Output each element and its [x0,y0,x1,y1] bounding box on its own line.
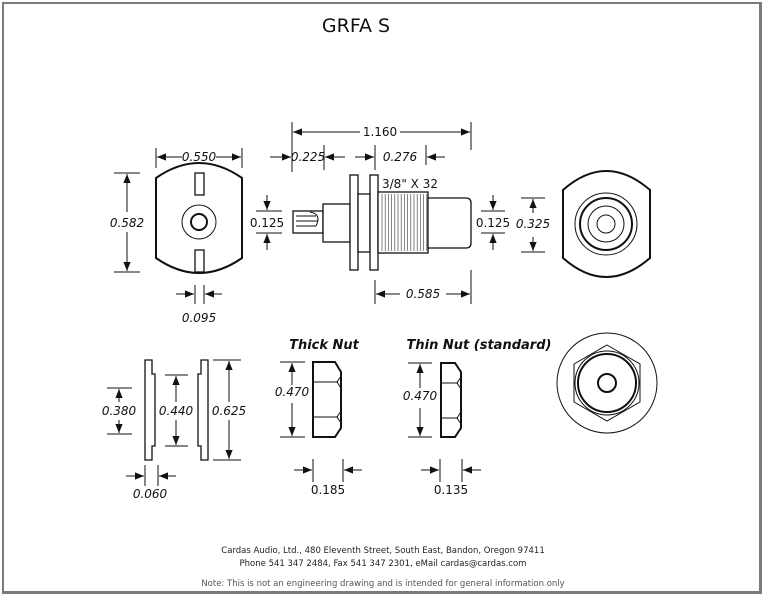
nut-left [349,174,359,271]
slot-bottom [194,249,205,273]
hex-nut-icon [573,344,641,422]
footer-contact: Phone 541 347 2484, Fax 541 347 2301, eM… [240,559,527,569]
dim-thick-nut-height: 0.470 [275,385,310,399]
dim-thin-nut-thickness: 0.135 [434,483,468,497]
center-hole-icon [597,373,617,393]
thick-nut-outline [312,361,342,438]
outer-washer-circle [556,332,658,434]
front-flange-outline [562,170,651,278]
threaded-body [377,191,429,254]
dim-width: 0.550 [182,150,217,164]
dim-front-gap: 0.276 [383,150,418,164]
dim-front-length: 0.585 [406,287,440,301]
drawing-frame [2,2,762,594]
dim-washer-outer: 0.625 [212,404,246,418]
dim-pin-left: 0.125 [250,216,284,230]
jack-opening-icon [596,214,616,234]
dim-slot-width: 0.095 [182,311,216,325]
washer-body [357,193,371,253]
front-sleeve [427,197,472,249]
dim-rear-length: 0.225 [291,150,325,164]
washers-view: 0.380 0.440 0.625 0.060 [102,359,246,501]
footer-note: Note: This is not an engineering drawing… [201,579,564,589]
dim-pin-right: 0.125 [476,216,510,230]
slot-top [194,172,205,196]
dim-washer-thickness: 0.060 [133,487,168,501]
thin-nut-outline [440,362,462,438]
solder-cup [292,210,324,234]
thick-nut-label: Thick Nut [289,338,360,353]
footer-address: Cardas Audio, Ltd., 480 Eleventh Street,… [221,546,544,556]
dim-thick-nut-thickness: 0.185 [311,483,345,497]
thin-nut-label: Thin Nut (standard) [407,338,552,353]
dim-overall-length: 1.160 [363,125,397,139]
drawing-title: GRFA S [322,15,390,37]
center-pin-icon [190,213,208,231]
flange-outline [155,162,243,274]
nut-right [369,174,379,271]
thick-nut-view: Thick Nut 0.470 0.185 [275,338,362,497]
thread-spec: 3/8" X 32 [382,177,438,191]
insulator-ring [181,204,217,240]
left-end-view: 0.550 0.582 0.095 [110,148,243,325]
side-view: 3/8" X 32 1.160 0.225 0.276 0.125 0.125 [250,122,510,304]
dim-outer-diameter: 0.325 [516,217,550,231]
rear-body [322,203,351,243]
dim-washer-inner: 0.380 [102,404,137,418]
washer-right [197,359,209,461]
dim-thin-nut-height: 0.470 [403,389,438,403]
right-end-view: 0.325 [516,170,651,278]
thin-nut-view: Thin Nut (standard) 0.470 0.135 [403,338,552,497]
hex-nut-end-view [556,332,658,434]
dim-height: 0.582 [110,216,144,230]
dim-washer-middle: 0.440 [159,404,194,418]
washer-left [144,359,156,461]
